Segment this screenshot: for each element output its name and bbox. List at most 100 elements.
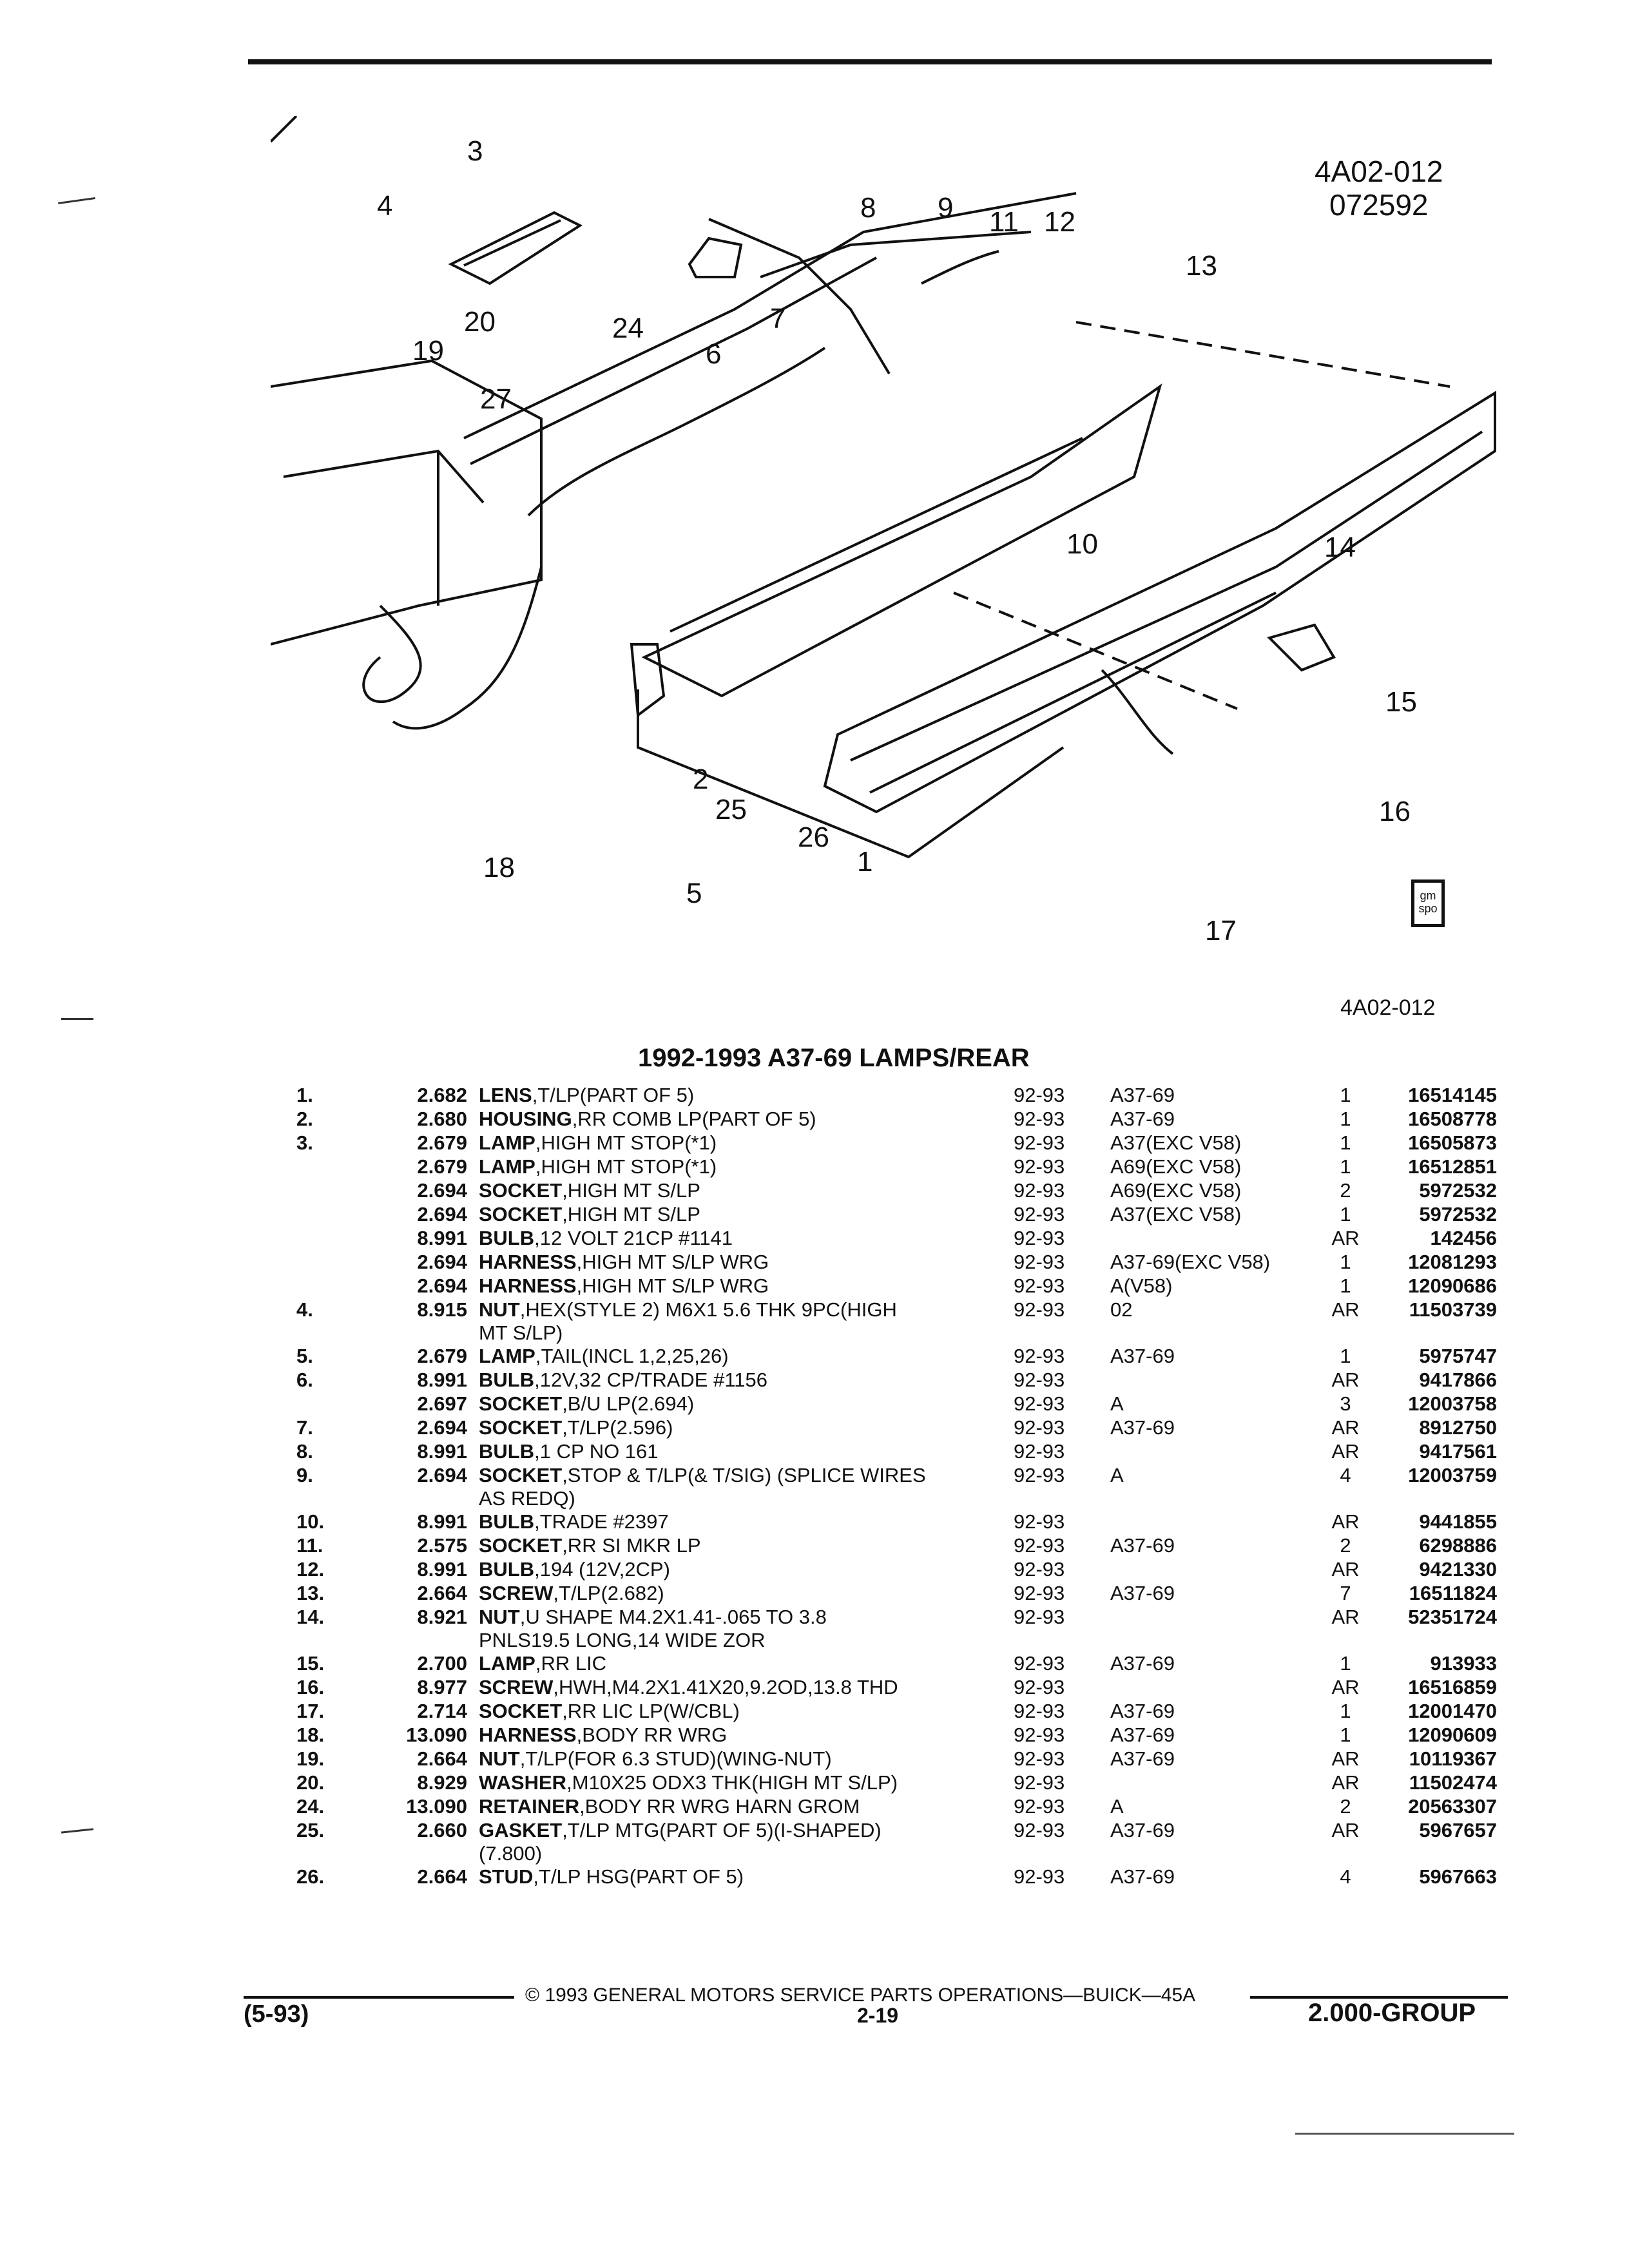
model-code [1110,1369,1323,1392]
part-name: LAMP [479,1131,535,1154]
part-description: LENS,T/LP(PART OF 5) [479,1084,1014,1108]
model-years: 92-93 [1014,1865,1065,1888]
model-years: 92-93 [1014,1606,1065,1628]
part-name: LAMP [479,1652,535,1675]
table-row: 16. 8.977 SCREW,HWH,M4.2X1.41X20,9.2OD,13.… [296,1676,1497,1700]
part-name: HARNESS [479,1251,577,1273]
item-number [296,1155,367,1179]
model-years: 92-93 [1014,1369,1065,1391]
group-number: 8.929 [417,1771,467,1794]
callout-9: 9 [938,192,954,224]
part-detail: ,RR LIC [535,1652,607,1675]
footer-rule-left [244,1996,514,1999]
item-number: 12. [296,1558,325,1581]
quantity: AR [1331,1771,1360,1794]
exploded-parts-diagram [271,116,1496,859]
part-description: SOCKET,RR LIC LP(W/CBL) [479,1700,1014,1724]
part-description: HARNESS,HIGH MT S/LP WRG [479,1274,1014,1298]
part-description: RETAINER,BODY RR WRG HARN GROM [479,1795,1014,1819]
model-years: 92-93 [1014,1131,1065,1154]
part-number: 5972532 [1419,1203,1497,1225]
quantity: 7 [1340,1582,1351,1604]
footer-copyright: © 1993 GENERAL MOTORS SERVICE PARTS OPER… [525,1984,1196,2006]
quantity: AR [1331,1416,1360,1439]
model-years: 92-93 [1014,1652,1065,1675]
part-number: 11503739 [1409,1298,1497,1321]
part-name: NUT [479,1298,520,1321]
item-number: 26. [296,1865,325,1888]
quantity: 1 [1340,1131,1351,1154]
model-code: A37-69 [1110,1534,1175,1557]
quantity: 2 [1340,1795,1351,1818]
part-description: SCREW,HWH,M4.2X1.41X20,9.2OD,13.8 THD [479,1676,1014,1700]
part-description: SOCKET,HIGH MT S/LP [479,1179,1014,1203]
part-detail: ,T/LP HSG(PART OF 5) [533,1865,744,1888]
model-code: A37-69(EXC V58) [1110,1251,1271,1273]
part-name: HARNESS [479,1274,577,1297]
callout-19: 19 [412,335,444,367]
model-code: A37(EXC V58) [1110,1203,1242,1225]
callout-20: 20 [464,306,496,338]
model-code: A37-69 [1110,1865,1175,1888]
part-name: STUD [479,1865,534,1888]
group-number: 2.682 [417,1084,467,1106]
group-number: 2.660 [417,1819,467,1841]
model-years: 92-93 [1014,1274,1065,1297]
quantity: 1 [1340,1108,1351,1130]
model-years: 92-93 [1014,1227,1065,1249]
group-number: 8.991 [417,1510,467,1533]
part-detail: ,TAIL(INCL 1,2,25,26) [535,1345,729,1367]
part-detail: ,STOP & T/LP(& T/SIG) (SPLICE WIRES AS R… [479,1464,926,1510]
item-number [296,1392,367,1416]
item-number: 24. [296,1795,325,1818]
part-description: WASHER,M10X25 ODX3 THK(HIGH MT S/LP) [479,1771,1014,1795]
part-number: 5967663 [1419,1865,1497,1888]
part-number: 9421330 [1419,1558,1497,1581]
part-detail: ,12V,32 CP/TRADE #1156 [534,1369,767,1391]
group-number: 2.694 [417,1416,467,1439]
part-detail: ,12 VOLT 21CP #1141 [534,1227,733,1249]
part-description: LAMP,TAIL(INCL 1,2,25,26) [479,1345,1014,1369]
model-code: A [1110,1795,1124,1818]
item-number: 16. [296,1676,325,1698]
part-name: BULB [479,1510,535,1533]
callout-24: 24 [612,312,644,344]
part-description: NUT,U SHAPE M4.2X1.41-.065 TO 3.8 PNLS19… [479,1606,1014,1652]
quantity: AR [1331,1819,1360,1841]
quantity: AR [1331,1676,1360,1698]
item-number: 14. [296,1606,325,1628]
model-code: A37-69 [1110,1416,1175,1439]
part-name: NUT [479,1747,520,1770]
item-number [296,1251,367,1274]
part-number: 10119367 [1409,1747,1497,1770]
group-number: 8.977 [417,1676,467,1698]
model-years: 92-93 [1014,1558,1065,1581]
part-number: 12001470 [1408,1700,1497,1722]
part-number: 11502474 [1409,1771,1497,1794]
model-years: 92-93 [1014,1747,1065,1770]
part-description: HOUSING,RR COMB LP(PART OF 5) [479,1108,1014,1131]
item-number: 11. [296,1534,323,1557]
section-title: 1992-1993 A37-69 LAMPS/REAR [638,1044,1030,1072]
item-number: 3. [296,1131,313,1154]
group-number: 8.991 [417,1369,467,1391]
margin-mark [61,1828,94,1834]
part-detail: ,RR LIC LP(W/CBL) [562,1700,740,1722]
part-number: 8912750 [1419,1416,1497,1439]
part-name: SOCKET [479,1700,563,1722]
footer-page-number: 2-19 [857,2004,899,2027]
model-code: A37-69 [1110,1652,1175,1675]
part-detail: ,1 CP NO 161 [534,1440,659,1463]
model-years: 92-93 [1014,1203,1065,1225]
figure-caption-code: 4A02-012 [1340,995,1436,1020]
group-number: 2.694 [417,1179,467,1202]
group-number: 2.700 [417,1652,467,1675]
part-detail: ,T/LP(2.596) [562,1416,673,1439]
part-detail: ,T/LP(PART OF 5) [532,1084,695,1106]
part-detail: ,HIGH MT STOP(*1) [535,1155,717,1178]
quantity: 1 [1340,1155,1351,1178]
